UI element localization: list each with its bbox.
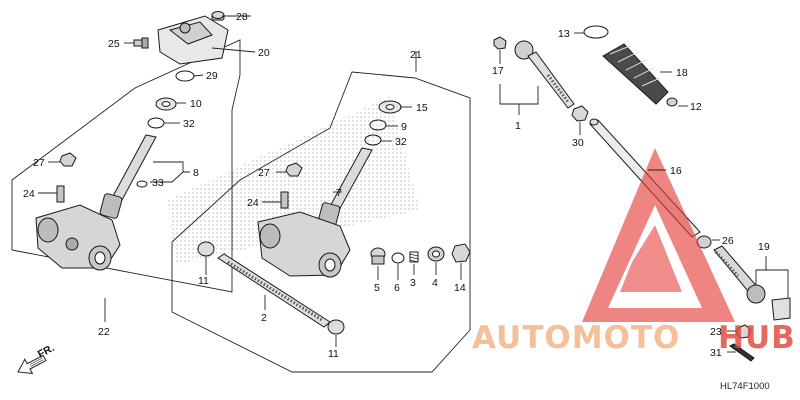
o-ring-29 [175, 70, 195, 82]
watermark-triangle-inner [620, 225, 682, 292]
nut-17 [493, 36, 507, 50]
callout-8: 8 [193, 167, 199, 179]
callout-17: 17 [492, 65, 504, 77]
dotted-projection-area [168, 96, 420, 265]
cotter-pin-31 [729, 343, 755, 362]
callout-24a: 24 [23, 188, 35, 200]
gear-housing-left [35, 204, 121, 271]
callout-28: 28 [236, 11, 248, 23]
o-ring-32b [364, 134, 382, 146]
callout-18: 18 [676, 67, 688, 79]
guide-5 [370, 247, 386, 265]
leader-lines [38, 15, 789, 353]
callout-11b: 11 [328, 348, 339, 360]
watermark-triangle-logo [582, 148, 735, 322]
callout-13: 13 [558, 28, 570, 40]
callout-numbers: 28 20 29 25 10 32 8 33 27 24 11 11 2 21 … [23, 11, 770, 360]
callout-6: 6 [394, 282, 400, 294]
callout-12: 12 [690, 101, 702, 113]
stud-24b [280, 191, 289, 209]
nut-28 [211, 11, 225, 19]
watermark: AUTOMOTO HUB [472, 148, 796, 356]
bushing-11b [327, 319, 345, 335]
watermark-text-a: AUTOMOTO [472, 320, 680, 356]
direction-label: FR. [36, 342, 57, 361]
callout-26: 26 [722, 235, 734, 247]
callout-27a: 27 [33, 157, 45, 169]
callout-23: 23 [710, 326, 722, 338]
callout-24b: 24 [247, 197, 259, 209]
stud-24a [56, 185, 65, 203]
diagram-code: HL74F1000 [720, 381, 770, 392]
spring-3 [409, 251, 419, 263]
callout-25: 25 [108, 38, 120, 50]
boot-18 [602, 43, 669, 105]
nut-27b [285, 162, 303, 177]
callout-33: 33 [152, 177, 164, 189]
tie-rod-end-19 [713, 245, 766, 304]
clamp-13 [583, 25, 609, 39]
callout-21: 21 [410, 49, 422, 61]
callout-31: 31 [710, 347, 722, 359]
callout-16: 16 [670, 165, 682, 177]
callout-32b: 32 [395, 136, 407, 148]
callout-27b: 27 [258, 167, 270, 179]
pinion-valve-8 [99, 134, 157, 219]
snap-ring-33 [136, 180, 148, 188]
callout-2: 2 [261, 312, 267, 324]
frame-21 [171, 71, 471, 373]
callout-14: 14 [454, 282, 466, 294]
callout-32a: 32 [183, 118, 195, 130]
valve-cover-20 [157, 13, 229, 65]
callout-5: 5 [374, 282, 380, 294]
washer-6 [391, 252, 405, 264]
callout-1: 1 [515, 120, 521, 132]
bolt-25 [133, 37, 149, 49]
tie-rod-1 [514, 40, 575, 109]
callout-4: 4 [432, 277, 438, 289]
bushing-11a [197, 241, 215, 257]
o-ring-32a [147, 117, 165, 129]
locknut-30 [571, 105, 589, 122]
callout-30: 30 [572, 137, 584, 149]
callout-10: 10 [190, 98, 202, 110]
callout-29: 29 [206, 70, 218, 82]
callout-19: 19 [758, 241, 770, 253]
callout-7: 7 [336, 187, 342, 199]
locknut-14 [451, 243, 471, 263]
seal-15-inner [385, 104, 395, 110]
clip-12 [666, 97, 678, 107]
cap-4 [427, 246, 445, 262]
callout-15: 15 [416, 102, 428, 114]
ball-joint-boot-19 [771, 297, 791, 321]
callout-20: 20 [258, 47, 270, 59]
callout-22: 22 [98, 326, 110, 338]
callout-9: 9 [401, 121, 407, 133]
front-direction-arrow [17, 354, 47, 375]
gear-housing-middle [257, 211, 351, 278]
o-ring-9 [369, 119, 387, 131]
callout-11a: 11 [198, 275, 209, 287]
watermark-text-b: HUB [718, 320, 796, 356]
callout-3: 3 [410, 277, 416, 289]
nut-23 [735, 324, 752, 339]
nut-27a [59, 152, 77, 167]
seal-10-inner [161, 101, 171, 107]
